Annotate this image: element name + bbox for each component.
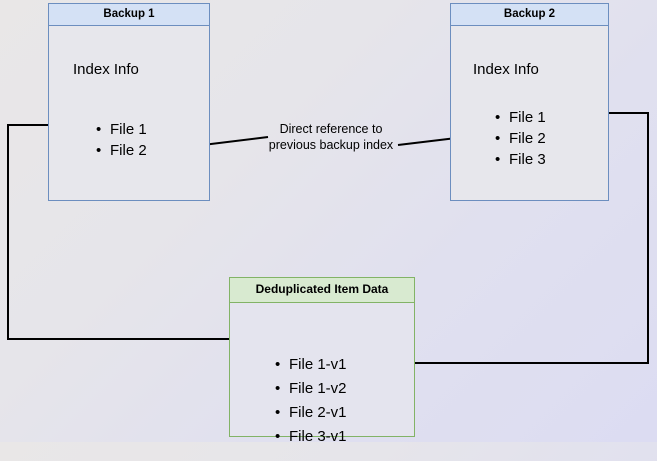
backup1-index-label: Index Info [73, 61, 139, 78]
backup2-box[interactable]: Backup 2 Index Info File 1 File 2 File 3 [450, 3, 609, 201]
direct-reference-label: Direct reference to previous backup inde… [268, 122, 394, 152]
list-item: File 2-v1 [273, 401, 347, 425]
list-item: File 1-v1 [273, 353, 347, 377]
diagram-canvas: Backup 1 Index Info File 1 File 2 Backup… [0, 0, 657, 442]
list-item: File 2 [94, 140, 147, 161]
list-item: File 1 [94, 119, 147, 140]
backup2-file-list: File 1 File 2 File 3 [493, 107, 546, 170]
list-item: File 3 [493, 149, 546, 170]
list-item: File 1-v2 [273, 377, 347, 401]
deduplicated-item-data-header: Deduplicated Item Data [230, 278, 414, 303]
deduplicated-file-list: File 1-v1 File 1-v2 File 2-v1 File 3-v1 [273, 353, 347, 449]
deduplicated-item-data-box[interactable]: Deduplicated Item Data File 1-v1 File 1-… [229, 277, 415, 449]
list-item: File 2 [493, 128, 546, 149]
backup2-body: Index Info File 1 File 2 File 3 [451, 26, 608, 222]
list-item: File 1 [493, 107, 546, 128]
deduplicated-item-data-body: File 1-v1 File 1-v2 File 2-v1 File 3-v1 [230, 303, 414, 461]
backup1-body: Index Info File 1 File 2 [49, 26, 209, 222]
list-item: File 3-v1 [273, 425, 347, 449]
backup1-header: Backup 1 [49, 4, 209, 26]
backup1-box[interactable]: Backup 1 Index Info File 1 File 2 [48, 3, 210, 201]
backup2-header: Backup 2 [451, 4, 608, 26]
backup2-index-label: Index Info [473, 61, 539, 78]
backup1-file-list: File 1 File 2 [94, 119, 147, 161]
